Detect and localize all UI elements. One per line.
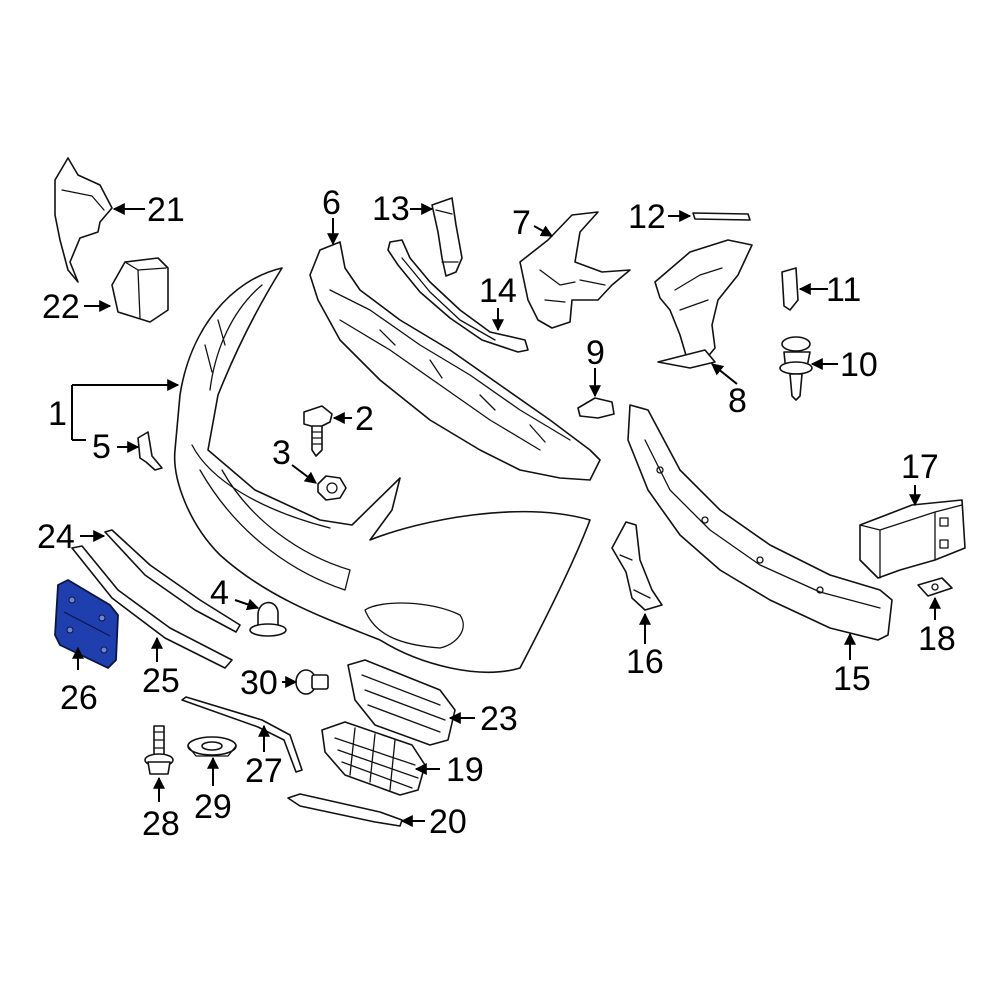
callout-30: 30 (240, 664, 278, 702)
part-8-bracket[interactable] (654, 239, 753, 369)
callout-14: 14 (479, 272, 517, 310)
callout-5: 5 (92, 428, 111, 466)
callout-24: 24 (37, 518, 75, 556)
part-28-bolt[interactable] (144, 725, 174, 775)
part-17-crashbox[interactable] (859, 499, 966, 579)
callout-3: 3 (272, 434, 291, 472)
part-7-bracket[interactable] (519, 211, 631, 329)
callout-27: 27 (245, 752, 283, 790)
callout-labels: 21 22 1 5 2 3 6 13 14 7 12 8 11 10 9 17 … (37, 184, 956, 843)
leader-lines (71, 203, 941, 827)
callout-13: 13 (372, 190, 410, 228)
callout-2: 2 (355, 400, 374, 438)
part-18-plate[interactable] (917, 577, 953, 597)
callout-1: 1 (48, 395, 67, 433)
part-25-trim[interactable] (71, 545, 233, 669)
leader-8 (711, 363, 738, 385)
callout-7: 7 (512, 204, 531, 242)
callout-6: 6 (322, 184, 341, 222)
callout-26: 26 (60, 679, 98, 717)
callout-23: 23 (480, 700, 518, 738)
callout-25: 25 (142, 662, 180, 700)
callout-18: 18 (918, 620, 956, 658)
callout-21: 21 (147, 191, 185, 229)
part-26-plate-bracket[interactable] (54, 579, 119, 669)
part-11-clip[interactable] (781, 267, 799, 311)
part-1-bumper-cover[interactable] (173, 267, 591, 674)
part-29-grommet[interactable] (187, 736, 237, 757)
leader-4 (234, 598, 260, 611)
part-30-pin[interactable] (295, 669, 329, 695)
part-12-strip[interactable] (692, 212, 751, 221)
part-22-bracket[interactable] (111, 257, 169, 323)
part-3-nut[interactable] (317, 475, 347, 501)
part-6-absorber[interactable] (309, 241, 601, 481)
callout-28: 28 (142, 805, 180, 843)
callout-4: 4 (210, 574, 229, 612)
part-16-bracket[interactable] (611, 521, 663, 611)
callout-15: 15 (833, 660, 871, 698)
leader-3 (291, 464, 317, 484)
part-9-clip[interactable] (577, 397, 615, 419)
callout-12: 12 (628, 198, 666, 236)
callout-11: 11 (826, 271, 861, 309)
leader-1-bracket (71, 384, 178, 441)
part-20-strip[interactable] (287, 793, 403, 827)
part-4-clip[interactable] (249, 601, 287, 637)
callout-22: 22 (42, 288, 80, 326)
callout-29: 29 (194, 788, 232, 826)
callout-20: 20 (429, 803, 467, 841)
callout-10: 10 (840, 346, 878, 384)
part-5-clip[interactable] (137, 431, 163, 471)
callout-19: 19 (446, 751, 484, 789)
part-10-pushpin[interactable] (779, 336, 813, 401)
callout-16: 16 (626, 643, 664, 681)
callout-9: 9 (586, 334, 605, 372)
part-24-strip[interactable] (104, 529, 241, 633)
part-15-beam[interactable] (627, 404, 893, 641)
callout-17: 17 (901, 448, 939, 486)
part-21-shield[interactable] (54, 157, 113, 283)
part-19-mesh[interactable] (321, 721, 426, 796)
part-13-bracket[interactable] (431, 197, 463, 277)
callout-8: 8 (728, 382, 747, 420)
part-23-grille[interactable] (347, 659, 456, 746)
part-27-trim[interactable] (181, 696, 303, 773)
leader-7 (533, 225, 554, 237)
part-14-strip[interactable] (387, 239, 529, 353)
part-2-bolt[interactable] (303, 405, 333, 457)
